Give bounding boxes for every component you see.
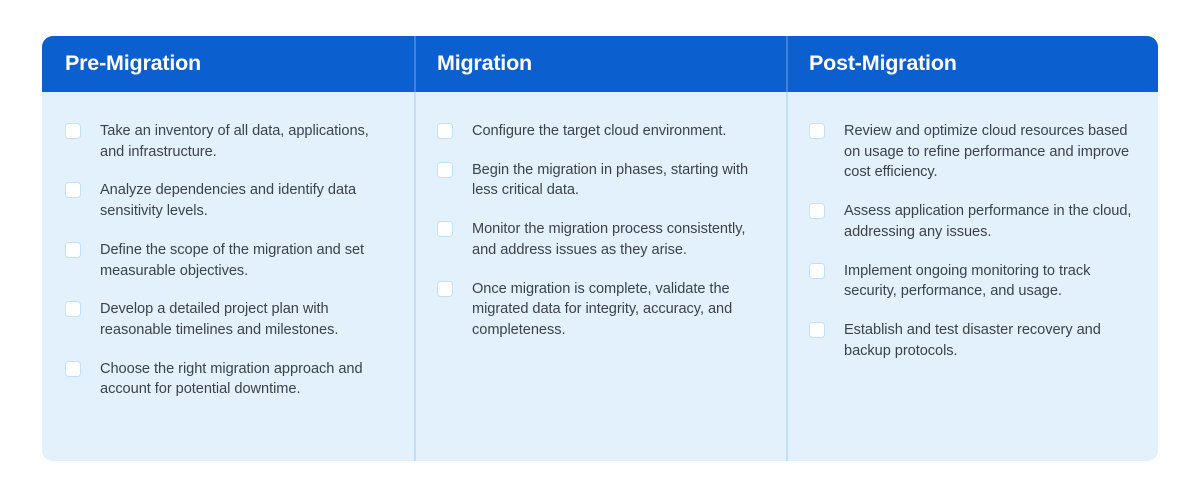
column-header-post-migration: Post-Migration — [786, 36, 1158, 92]
column-body-post-migration: Review and optimize cloud resources base… — [786, 92, 1158, 461]
list-item-label: Establish and test disaster recovery and… — [844, 322, 1101, 359]
checkbox-icon[interactable] — [809, 262, 825, 279]
list-item[interactable]: Define the scope of the migration and se… — [65, 240, 394, 281]
column-body-migration: Configure the target cloud environment. … — [414, 92, 786, 461]
column-header-migration: Migration — [414, 36, 786, 92]
list-item-label: Once migration is complete, validate the… — [472, 280, 733, 339]
list-item-label: Take an inventory of all data, applicati… — [100, 123, 369, 160]
checklist-header-row: Pre-Migration Migration Post-Migration — [42, 36, 1158, 92]
checklist-post-migration: Review and optimize cloud resources base… — [809, 121, 1138, 361]
list-item[interactable]: Review and optimize cloud resources base… — [809, 121, 1138, 183]
list-item-label: Review and optimize cloud resources base… — [844, 123, 1130, 181]
checkbox-icon[interactable] — [65, 301, 81, 318]
checkbox-icon[interactable] — [65, 182, 81, 199]
checkbox-icon[interactable] — [437, 161, 453, 178]
list-item[interactable]: Configure the target cloud environment. — [437, 121, 766, 142]
checkbox-icon[interactable] — [65, 123, 81, 139]
list-item[interactable]: Develop a detailed project plan with rea… — [65, 299, 394, 340]
checkbox-icon[interactable] — [65, 360, 81, 377]
column-title: Post-Migration — [809, 51, 957, 76]
list-item[interactable]: Assess application performance in the cl… — [809, 201, 1138, 242]
checklist-body-row: Take an inventory of all data, applicati… — [42, 92, 1158, 461]
checkbox-icon[interactable] — [437, 123, 453, 139]
list-item-label: Configure the target cloud environment. — [472, 123, 727, 139]
list-item[interactable]: Choose the right migration approach and … — [65, 359, 394, 400]
checkbox-icon[interactable] — [809, 203, 825, 220]
list-item-label: Develop a detailed project plan with rea… — [100, 301, 339, 339]
list-item-label: Begin the migration in phases, starting … — [472, 161, 749, 199]
list-item[interactable]: Begin the migration in phases, starting … — [437, 160, 766, 201]
checkbox-icon[interactable] — [809, 322, 825, 339]
list-item-label: Define the scope of the migration and se… — [100, 241, 365, 279]
checkbox-icon[interactable] — [437, 221, 453, 238]
checklist-migration: Configure the target cloud environment. … — [437, 121, 766, 341]
list-item[interactable]: Analyze dependencies and identify data s… — [65, 180, 394, 221]
list-item-label: Analyze dependencies and identify data s… — [100, 182, 357, 220]
column-body-pre-migration: Take an inventory of all data, applicati… — [42, 92, 414, 461]
list-item[interactable]: Take an inventory of all data, applicati… — [65, 121, 394, 162]
list-item-label: Implement ongoing monitoring to track se… — [844, 262, 1091, 300]
list-item[interactable]: Once migration is complete, validate the… — [437, 279, 766, 341]
list-item[interactable]: Establish and test disaster recovery and… — [809, 320, 1138, 361]
list-item-label: Assess application performance in the cl… — [844, 203, 1132, 240]
column-title: Pre-Migration — [65, 51, 201, 76]
list-item[interactable]: Implement ongoing monitoring to track se… — [809, 261, 1138, 302]
migration-checklist-card: Pre-Migration Migration Post-Migration T… — [42, 36, 1158, 461]
checklist-pre-migration: Take an inventory of all data, applicati… — [65, 121, 394, 400]
column-title: Migration — [437, 51, 532, 76]
checkbox-icon[interactable] — [437, 280, 453, 297]
list-item-label: Choose the right migration approach and … — [100, 360, 363, 398]
checkbox-icon[interactable] — [65, 241, 81, 258]
list-item[interactable]: Monitor the migration process consistent… — [437, 219, 766, 260]
column-header-pre-migration: Pre-Migration — [42, 36, 414, 92]
checkbox-icon[interactable] — [809, 123, 825, 139]
list-item-label: Monitor the migration process consistent… — [472, 221, 746, 258]
